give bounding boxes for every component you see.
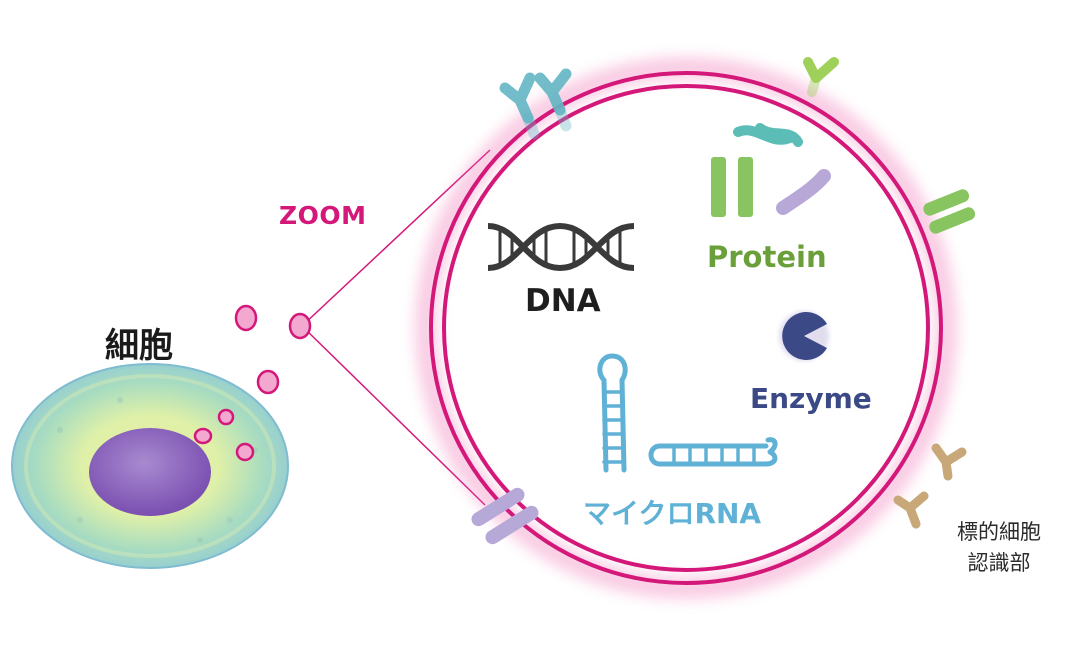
- vesicles: [193, 304, 312, 462]
- zoom-line-bottom: [301, 325, 486, 506]
- dna-icon: [487, 222, 635, 272]
- microrna-label: マイクロRNA: [583, 497, 762, 530]
- microrna-icon: [597, 353, 778, 473]
- receptor-icon: [471, 57, 976, 545]
- target-label-line2: 認識部: [967, 551, 1031, 575]
- zoom-circle: [415, 57, 957, 599]
- target-recognition-label: 標的細胞 認識部: [944, 517, 1054, 579]
- enzyme-label: Enzyme: [750, 382, 872, 415]
- zoom-label: ZOOM: [279, 201, 367, 230]
- cell-nucleus: [89, 428, 211, 516]
- dna-label: DNA: [525, 283, 601, 319]
- cell-label: 細胞: [105, 326, 173, 366]
- protein-icon: [711, 123, 831, 217]
- protein-label: Protein: [707, 240, 827, 274]
- enzyme-icon: [779, 311, 829, 361]
- cell-icon: [11, 363, 289, 569]
- target-label-line1: 標的細胞: [957, 520, 1041, 544]
- zoom-line-top: [301, 149, 491, 327]
